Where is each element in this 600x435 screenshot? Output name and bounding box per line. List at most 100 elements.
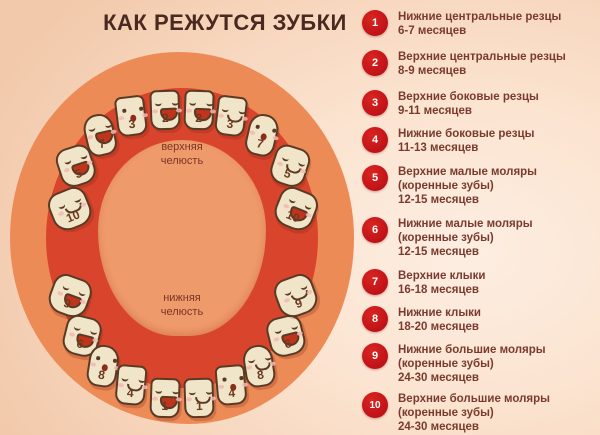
eye-icon xyxy=(121,376,129,382)
tooth-face xyxy=(151,380,183,410)
cheek-blush xyxy=(56,290,64,297)
cheek-blush xyxy=(273,336,280,343)
tooth-face xyxy=(83,114,118,146)
mouth-icon xyxy=(101,363,109,372)
eye-icon xyxy=(138,377,146,384)
legend-line-name: Нижние большие моляры xyxy=(398,344,546,356)
cheek-blush xyxy=(86,159,94,166)
eye-icon xyxy=(290,323,299,331)
eye-icon xyxy=(155,388,163,394)
legend-text-5: Верхние малые моляры(коренные зубы)12-15… xyxy=(398,165,537,208)
cheek-blush xyxy=(63,167,71,173)
eye-icon xyxy=(288,196,297,205)
legend-badge-5: 5 xyxy=(362,165,388,191)
tooth-face xyxy=(217,97,248,124)
eye-icon xyxy=(63,158,72,166)
tooth-upper-2: 2 xyxy=(149,89,183,131)
eye-icon xyxy=(303,203,313,211)
eye-icon xyxy=(89,328,98,336)
eye-icon xyxy=(171,100,179,106)
cheek-blush xyxy=(185,108,193,113)
legend-badge-4: 4 xyxy=(362,127,388,153)
legend-line-secondary: 9-11 месяцев xyxy=(398,105,472,118)
eye-icon xyxy=(112,358,117,363)
upper-jaw-label: верхняя челюсть xyxy=(122,140,242,168)
cheek-blush xyxy=(185,397,193,402)
eye-icon xyxy=(205,389,213,395)
mouth-icon xyxy=(126,383,144,393)
cheek-blush xyxy=(276,161,284,167)
cheek-blush xyxy=(117,115,125,121)
eye-icon xyxy=(238,108,246,115)
eye-icon xyxy=(222,377,227,382)
upper-jaw-label-line1: верхняя xyxy=(161,141,203,153)
legend-line-secondary: (коренные зубы) xyxy=(398,407,494,420)
tooth-face xyxy=(216,366,249,392)
legend-item-3: 3 Верхние боковые резцы 9-11 месяцев xyxy=(362,90,600,118)
mouth-icon xyxy=(229,383,237,392)
cheek-blush xyxy=(68,331,76,338)
cheek-blush xyxy=(283,297,291,304)
tooth-face xyxy=(243,345,277,372)
legend-line-age: 12-15 месяцев xyxy=(398,246,479,259)
tooth-upper-2: 2 xyxy=(183,89,217,131)
cheek-blush xyxy=(217,384,225,390)
eye-icon xyxy=(61,284,71,292)
tooth-lower-1: 1 xyxy=(183,377,217,419)
mouth-icon xyxy=(259,132,268,141)
upper-jaw-label-line2: челюсть xyxy=(160,155,204,167)
cheek-blush xyxy=(305,289,314,296)
legend-line-secondary: 11-13 месяцев xyxy=(398,142,479,155)
palate-shape xyxy=(98,140,266,336)
cheek-blush xyxy=(296,330,304,337)
mouth-icon xyxy=(194,396,212,405)
cheek-blush xyxy=(175,397,183,402)
legend-line-name: Верхние боковые резцы xyxy=(398,91,539,103)
cheek-blush xyxy=(86,134,94,140)
tooth-face xyxy=(185,380,217,405)
cheek-blush xyxy=(217,113,225,119)
eye-icon xyxy=(274,327,283,335)
tooth-face xyxy=(151,92,183,122)
cheek-blush xyxy=(248,130,256,136)
eye-icon xyxy=(297,160,306,168)
eye-icon xyxy=(272,128,277,133)
cheek-blush xyxy=(209,109,217,114)
tooth-face xyxy=(116,97,149,123)
tooth-face xyxy=(248,114,280,142)
legend-badge-3: 3 xyxy=(362,90,388,116)
tooth-upper-3: 3 xyxy=(113,94,149,138)
tooth-face xyxy=(266,315,304,348)
eye-icon xyxy=(281,155,290,163)
tooth-face xyxy=(89,345,121,372)
legend-text-10: Верхние большие моляры(коренные зубы)24-… xyxy=(398,392,550,435)
eye-icon xyxy=(247,357,256,364)
lower-jaw-label-line1: нижняя xyxy=(163,292,201,304)
eye-icon xyxy=(73,324,82,332)
tooth-lower-4: 4 xyxy=(214,363,249,407)
tooth-face xyxy=(185,92,217,122)
eye-icon xyxy=(189,100,197,106)
page-title: КАК РЕЖУТСЯ ЗУБКИ xyxy=(103,10,347,35)
cheek-blush xyxy=(57,210,65,217)
legend-badge-7: 7 xyxy=(362,269,388,295)
legend-line-name: Нижние клыки xyxy=(398,307,481,319)
legend-line-name: Нижние центральные резцы xyxy=(398,11,562,23)
eye-icon xyxy=(206,101,214,107)
eye-icon xyxy=(138,106,143,111)
legend-line-secondary: 6-7 месяцев xyxy=(398,25,467,38)
cheek-blush xyxy=(299,168,307,175)
tooth-lower-1: 1 xyxy=(149,377,183,419)
tooth-face xyxy=(66,315,102,350)
legend-line-name: Верхние клыки xyxy=(398,270,486,282)
